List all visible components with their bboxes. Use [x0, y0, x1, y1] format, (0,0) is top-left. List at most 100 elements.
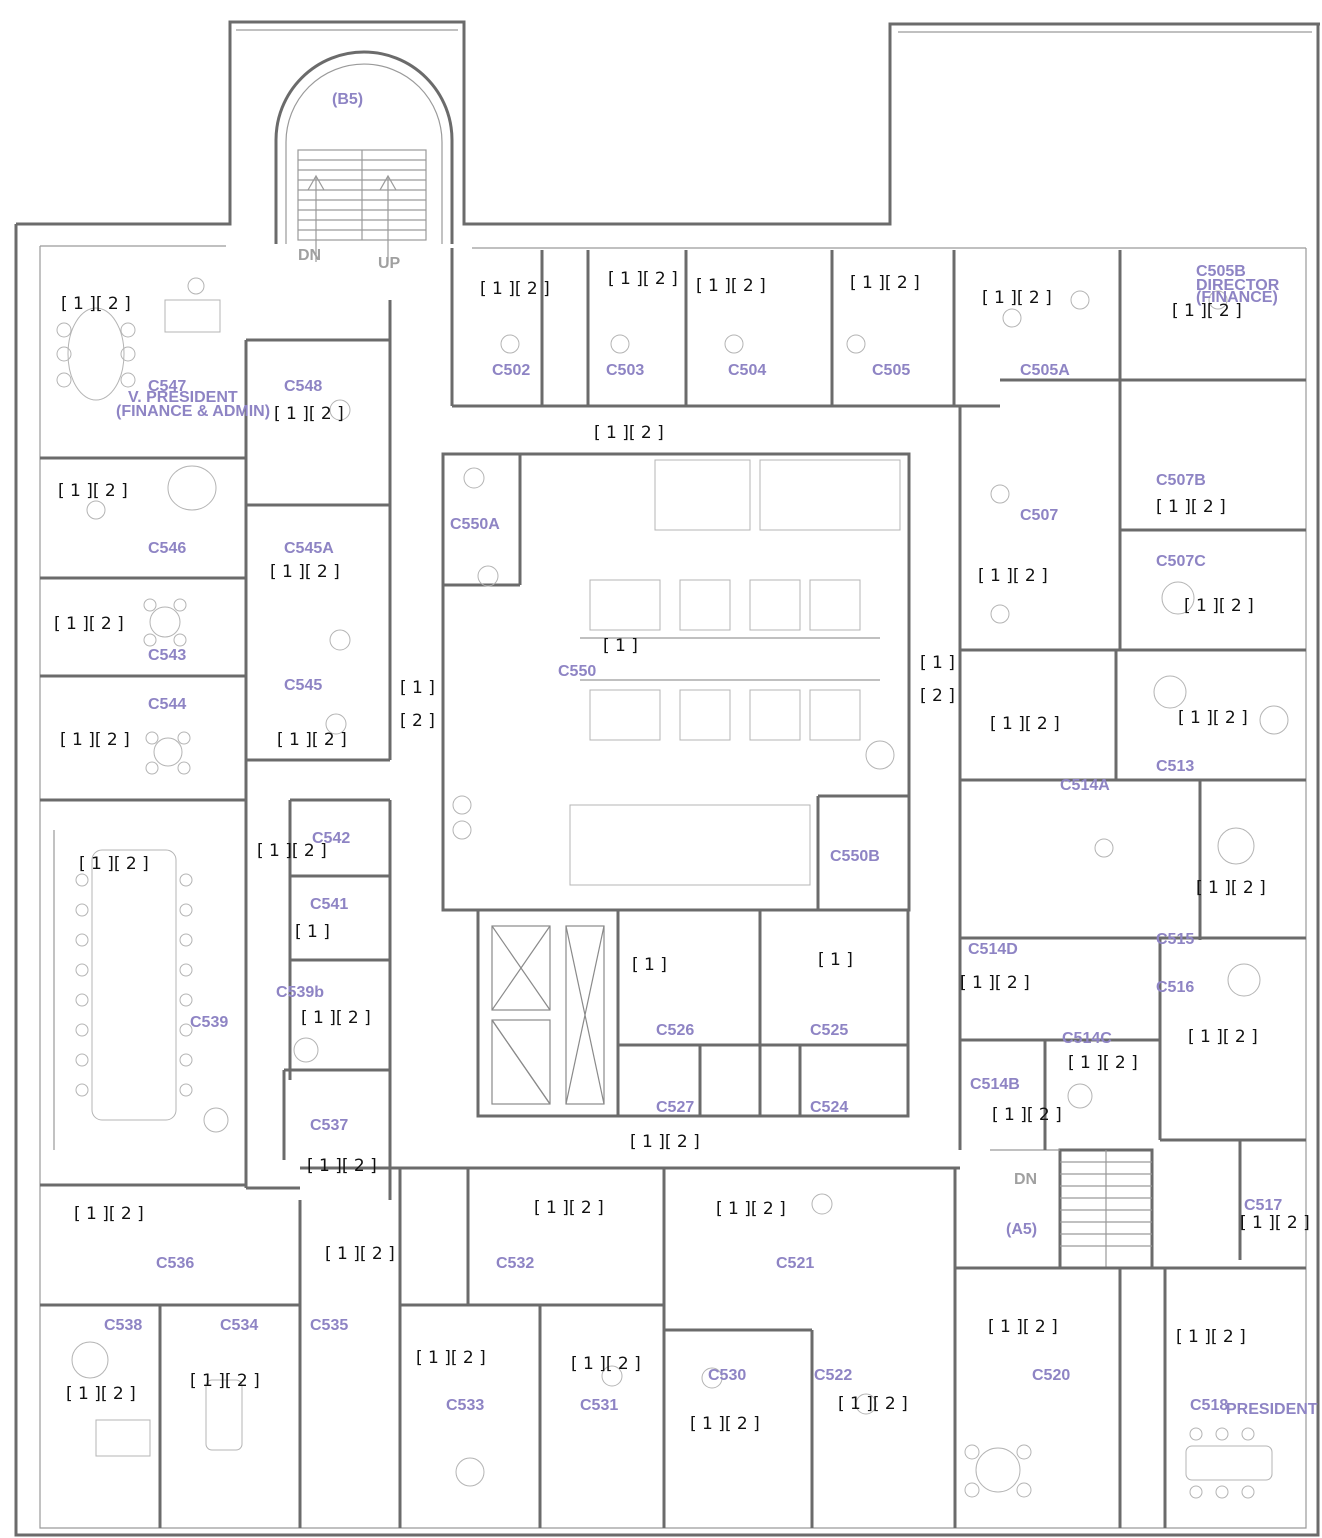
room-label-c539: C539 [190, 1014, 228, 1031]
marker: [ 1 ][ 2 ] [1156, 497, 1226, 517]
marker: [ 1 ] [920, 653, 955, 673]
room-label-c534: C534 [220, 1317, 258, 1334]
room-sub-c518-title: PRESIDENT [1226, 1401, 1318, 1418]
marker: [ 1 ] [818, 950, 853, 970]
room-label-c546: C546 [148, 540, 186, 557]
marker: [ 1 ][ 2 ] [960, 973, 1030, 993]
room-label-c541: C541 [310, 896, 348, 913]
room-label-c514b: C514B [970, 1076, 1020, 1093]
marker: [ 1 ][ 2 ] [630, 1132, 700, 1152]
marker: [ 1 ][ 2 ] [66, 1384, 136, 1404]
marker: [ 1 ][ 2 ] [58, 481, 128, 501]
stair-b5 [274, 50, 454, 262]
marker: [ 1 ][ 2 ] [60, 730, 130, 750]
marker: [ 1 ][ 2 ] [61, 294, 131, 314]
furniture [53, 277, 1289, 1499]
marker: [ 1 ] [400, 678, 435, 698]
room-sub-c547-title: V. PRESIDENT [128, 389, 238, 406]
room-label-c545: C545 [284, 677, 322, 694]
room-label-c505a: C505A [1020, 362, 1070, 379]
marker: [ 1 ][ 2 ] [850, 273, 920, 293]
marker: [ 1 ][ 2 ] [1240, 1213, 1310, 1233]
room-label-c507: C507 [1020, 507, 1058, 524]
room-label-c547: C547 [148, 378, 186, 395]
room-sub-c505b-dept: (FINANCE) [1196, 289, 1278, 306]
room-label-c550: C550 [558, 663, 596, 680]
room-label-c542: C542 [312, 830, 350, 847]
room-label-c520: C520 [1032, 1367, 1070, 1384]
marker: [ 1 ] [295, 922, 330, 942]
marker: [ 2 ] [920, 686, 955, 706]
marker: [ 1 ][ 2 ] [988, 1317, 1058, 1337]
marker: [ 1 ][ 2 ] [838, 1394, 908, 1414]
marker: [ 1 ][ 2 ] [190, 1371, 260, 1391]
marker: [ 1 ][ 2 ] [79, 854, 149, 874]
room-label-c525: C525 [810, 1022, 848, 1039]
room-label-c507c: C507C [1156, 553, 1206, 570]
marker: [ 1 ][ 2 ] [1188, 1027, 1258, 1047]
marker: [ 1 ][ 2 ] [274, 404, 344, 424]
room-label-c514d: C514D [968, 941, 1018, 958]
room-label-c516: C516 [1156, 979, 1194, 996]
room-label-c515: C515 [1156, 931, 1194, 948]
room-label-c521: C521 [776, 1255, 814, 1272]
marker: [ 1 ][ 2 ] [571, 1354, 641, 1374]
room-label-c514a: C514A [1060, 777, 1110, 794]
marker: [ 1 ][ 2 ] [257, 841, 327, 861]
room-label-c526: C526 [656, 1022, 694, 1039]
room-label-c517: C517 [1244, 1197, 1282, 1214]
marker: [ 1 ][ 2 ] [534, 1198, 604, 1218]
stair-labels: (B5) DN UP (A5) DN [298, 91, 1037, 1238]
room-label-c535: C535 [310, 1317, 348, 1334]
room-label-c505b: C505B [1196, 263, 1246, 280]
room-label-c537: C537 [310, 1117, 348, 1134]
room-label-c518: C518 [1190, 1397, 1228, 1414]
marker: [ 1 ][ 2 ] [1196, 878, 1266, 898]
marker: [ 1 ][ 2 ] [990, 714, 1060, 734]
marker: [ 1 ] [603, 636, 638, 656]
marker: [ 1 ][ 2 ] [1176, 1327, 1246, 1347]
room-label-c524: C524 [810, 1099, 848, 1116]
room-label-c543: C543 [148, 647, 186, 664]
marker: [ 1 ][ 2 ] [416, 1348, 486, 1368]
room-label-c505: C505 [872, 362, 910, 379]
room-label-c545a: C545A [284, 540, 334, 557]
stair-b5-down-label: DN [298, 247, 321, 264]
room-label-c532: C532 [496, 1255, 534, 1272]
room-label-c514c: C514C [1062, 1030, 1112, 1047]
room-label-c550a: C550A [450, 516, 500, 533]
room-labels: C547 V. PRESIDENT (FINANCE & ADMIN) C548… [104, 263, 1318, 1418]
room-label-c502: C502 [492, 362, 530, 379]
room-sub-c547-dept: (FINANCE & ADMIN) [116, 403, 270, 420]
marker: [ 1 ][ 2 ] [608, 269, 678, 289]
marker: [ 1 ][ 2 ] [1178, 708, 1248, 728]
exterior-walls [14, 20, 1320, 1537]
room-label-c550b: C550B [830, 848, 880, 865]
marker: [ 1 ][ 2 ] [982, 288, 1052, 308]
interior-walls [40, 248, 1306, 1528]
marker: [ 1 ][ 2 ] [270, 562, 340, 582]
marker: [ 1 ][ 2 ] [301, 1008, 371, 1028]
marker: [ 1 ][ 2 ] [594, 423, 664, 443]
room-label-c548: C548 [284, 378, 322, 395]
marker: [ 1 ][ 2 ] [54, 614, 124, 634]
room-label-c533: C533 [446, 1397, 484, 1414]
marker: [ 1 ][ 2 ] [992, 1105, 1062, 1125]
room-label-c522: C522 [814, 1367, 852, 1384]
room-label-c538: C538 [104, 1317, 142, 1334]
marker: [ 1 ][ 2 ] [480, 279, 550, 299]
room-label-c507b: C507B [1156, 472, 1206, 489]
marker: [ 1 ][ 2 ] [307, 1156, 377, 1176]
stair-label-b5: (B5) [332, 91, 363, 108]
room-sub-c505b-title: DIRECTOR [1196, 277, 1280, 294]
marker: [ 1 ][ 2 ] [74, 1204, 144, 1224]
room-label-c504: C504 [728, 362, 766, 379]
room-label-c527: C527 [656, 1099, 694, 1116]
marker: [ 1 ] [632, 955, 667, 975]
stair-label-a5: (A5) [1006, 1221, 1037, 1238]
marker: [ 1 ][ 2 ] [1068, 1053, 1138, 1073]
marker: [ 1 ][ 2 ] [325, 1244, 395, 1264]
room-label-c544: C544 [148, 696, 186, 713]
marker: [ 1 ][ 2 ] [690, 1414, 760, 1434]
